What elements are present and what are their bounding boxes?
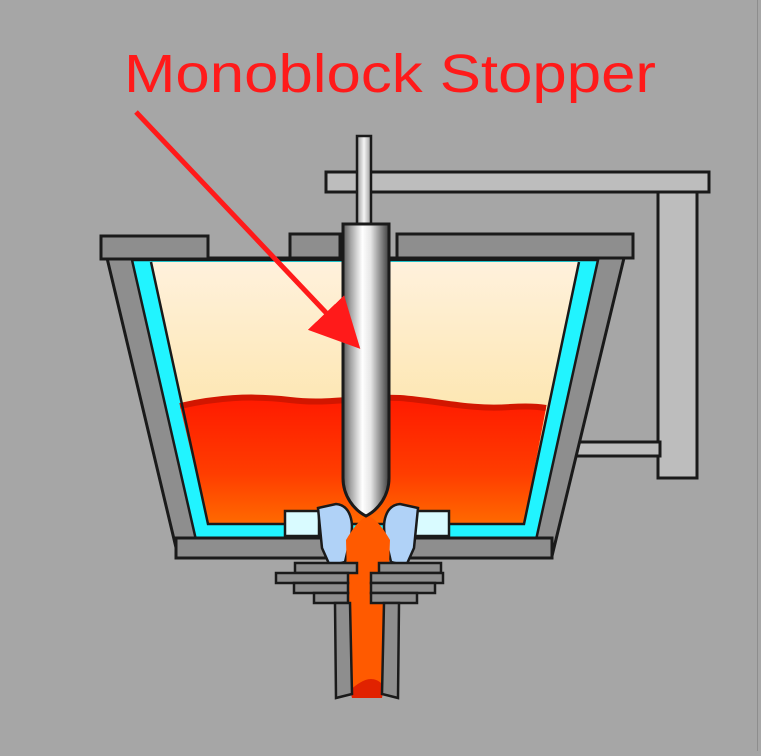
frame-edge xyxy=(757,0,758,751)
entry-nozzle-right-wall xyxy=(380,601,401,700)
support-frame-column xyxy=(656,190,699,480)
molten-steel-surface xyxy=(179,394,547,411)
support-frame xyxy=(324,170,711,480)
well-block-right xyxy=(413,509,451,538)
gate-plate-right-3 xyxy=(369,581,437,595)
gate-plate-left-4 xyxy=(312,591,350,605)
entry-nozzle-left-wall xyxy=(333,601,354,700)
tundish-cover xyxy=(99,232,635,261)
steel-stream-bottom xyxy=(350,678,384,698)
gate-plate-right-2 xyxy=(369,571,445,585)
diagram-title: Monoblock Stopper xyxy=(124,44,656,104)
gate-plate-right-1 xyxy=(377,561,443,575)
gate-plate-left-1 xyxy=(293,561,359,575)
steel-stream xyxy=(346,516,390,690)
nozzle-assembly xyxy=(274,502,451,700)
cover-plate-right xyxy=(395,232,635,260)
support-frame-beam xyxy=(324,170,711,194)
cover-plate-left xyxy=(99,234,210,261)
gate-plate-left-2 xyxy=(274,571,350,585)
monoblock-stopper xyxy=(341,222,391,518)
well-block-left xyxy=(283,509,321,538)
callout-arrow xyxy=(134,110,361,349)
stopper-rod xyxy=(355,134,373,230)
gate-plate-left-3 xyxy=(292,581,350,595)
gate-plate-right-4 xyxy=(369,591,419,605)
cover-plate-middle xyxy=(288,232,342,260)
